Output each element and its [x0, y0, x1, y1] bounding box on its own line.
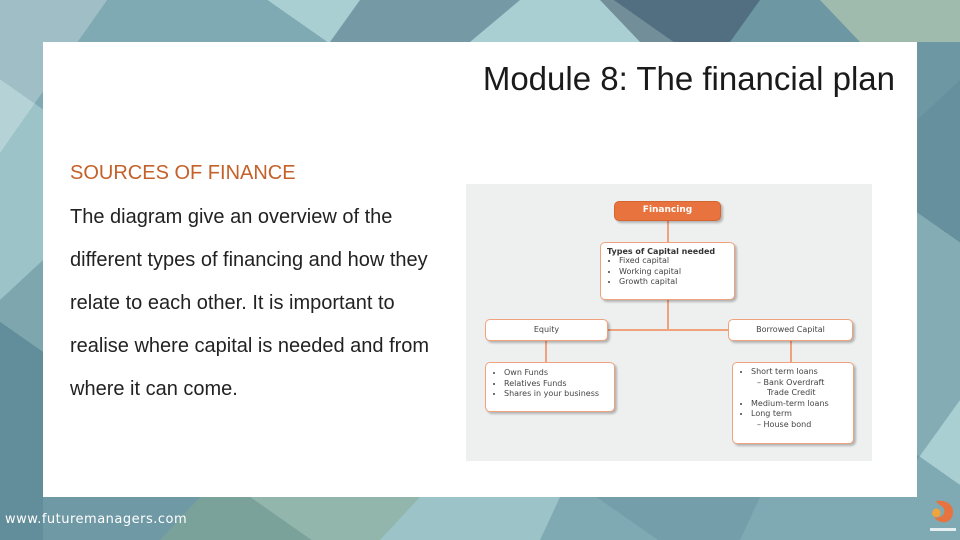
connector-financing-types — [667, 221, 669, 242]
slide-content: Module 8: The financial plan SOURCES OF … — [43, 42, 917, 497]
footer-url[interactable]: www.futuremanagers.com — [5, 512, 188, 527]
list-subitem: Trade Credit — [767, 388, 816, 397]
equity-list: Own Funds Relatives Funds Shares in your… — [492, 368, 608, 400]
list-item: Shares in your business — [504, 389, 608, 400]
list-item: Long term — [751, 409, 847, 420]
connector-borrowed-short — [790, 341, 792, 362]
borrowed-sources-box: Short term loans – Bank Overdraft Trade … — [732, 362, 854, 444]
types-list: Fixed capital Working capital Growth cap… — [607, 256, 728, 288]
list-item: Medium-term loans — [751, 399, 847, 410]
financing-box: Financing — [614, 201, 721, 221]
list-item: Growth capital — [619, 277, 728, 288]
connector-types-split — [667, 300, 669, 330]
borrowed-list: Short term loans – Bank Overdraft Trade … — [739, 367, 847, 430]
list-item: Own Funds — [504, 368, 608, 379]
equity-sources-box: Own Funds Relatives Funds Shares in your… — [485, 362, 615, 412]
financing-diagram: Financing Types of Capital needed Fixed … — [466, 184, 872, 461]
connector-horizontal — [608, 329, 728, 331]
slide-title: Module 8: The financial plan — [482, 60, 895, 97]
section-heading: SOURCES OF FINANCE — [70, 162, 296, 184]
types-of-capital-box: Types of Capital needed Fixed capital Wo… — [600, 242, 735, 300]
body-paragraph: The diagram give an overview of the diff… — [70, 206, 430, 400]
future-managers-logo-icon — [930, 500, 956, 531]
equity-box: Equity — [485, 319, 608, 341]
borrowed-capital-box: Borrowed Capital — [728, 319, 853, 341]
list-item: Short term loans — [751, 367, 847, 378]
list-item: Working capital — [619, 267, 728, 278]
types-heading: Types of Capital needed — [607, 247, 716, 256]
list-item: Relatives Funds — [504, 379, 608, 390]
list-item: Fixed capital — [619, 256, 728, 267]
list-subitem: – Bank Overdraft — [757, 377, 825, 387]
list-subitem: – House bond — [757, 419, 812, 429]
connector-equity-own — [545, 341, 547, 362]
